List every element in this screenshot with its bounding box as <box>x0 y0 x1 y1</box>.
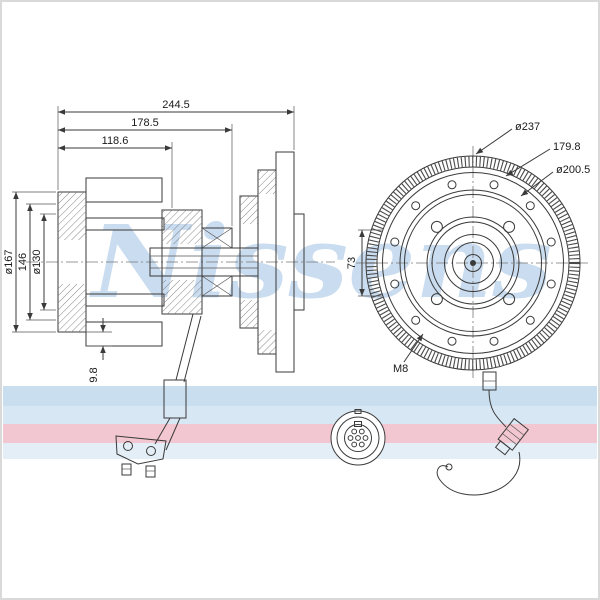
center-point <box>470 260 476 266</box>
dim-spacing: 179.8 <box>553 141 581 153</box>
drive-disc-hatch-top <box>240 196 258 224</box>
hub-ring <box>431 221 515 305</box>
shaft-ring <box>452 242 494 284</box>
flange-hatch-bottom <box>58 284 86 332</box>
outer-diameter-circle <box>365 155 581 371</box>
face-holes <box>430 220 516 306</box>
stripe-blue-top <box>3 386 597 406</box>
ring-96 <box>376 166 570 360</box>
dim-dia-inner: ø130 <box>31 249 43 274</box>
cable-plug <box>494 417 530 456</box>
dim-width-inner: 118.6 <box>102 135 129 147</box>
stripe-blue-mid <box>3 406 597 424</box>
ring-68 <box>404 194 542 332</box>
dim-width-mid: 178.5 <box>131 117 159 129</box>
connector-face-view <box>330 409 386 466</box>
dim-dia-mid: 146 <box>17 253 29 271</box>
bolt-circle-ring <box>382 172 564 354</box>
cable-assembly <box>436 371 530 496</box>
drive-disc-hatch-bottom <box>240 300 258 328</box>
center-bore <box>464 254 482 272</box>
hub-inner-ring <box>444 234 502 292</box>
dim-dia-outer-front: ø237 <box>515 121 540 133</box>
front-cap <box>293 213 305 311</box>
dim-dia-outer: ø167 <box>3 249 15 274</box>
bolt-hole-ring <box>390 180 556 346</box>
clutch-body-hatch-top <box>258 170 276 194</box>
dim-thread: M8 <box>393 363 408 375</box>
dim-height: 73 <box>346 257 358 269</box>
stripe-pink <box>3 424 597 443</box>
fin-serration-ring <box>366 156 580 370</box>
front-view-dimensions: ø237 179.8 ø200.5 73 M8 <box>346 121 590 375</box>
clutch-body-hatch-bottom <box>258 330 276 354</box>
flange-hatch-top <box>58 192 86 240</box>
pulley-rim-bottom <box>85 321 163 347</box>
dim-dia-bolt: ø200.5 <box>556 164 590 176</box>
hub-hatch-top <box>162 210 202 244</box>
brand-stripes <box>3 386 597 459</box>
hub-ring-outer <box>426 216 520 310</box>
connector-pins <box>347 428 369 448</box>
dim-offset: 9.8 <box>88 367 100 382</box>
ring-73 <box>399 189 547 337</box>
front-view: ø237 179.8 ø200.5 73 M8 <box>346 121 590 380</box>
side-view-dimensions: 244.5 178.5 118.6 ø167 146 ø130 9.8 <box>3 99 295 383</box>
pulley-rim-top <box>85 177 163 203</box>
actuator-lever <box>115 313 202 478</box>
dim-width-total: 244.5 <box>162 99 190 111</box>
side-view: 244.5 178.5 118.6 ø167 146 ø130 9.8 <box>3 99 335 478</box>
hub-hatch-bottom <box>162 280 202 314</box>
